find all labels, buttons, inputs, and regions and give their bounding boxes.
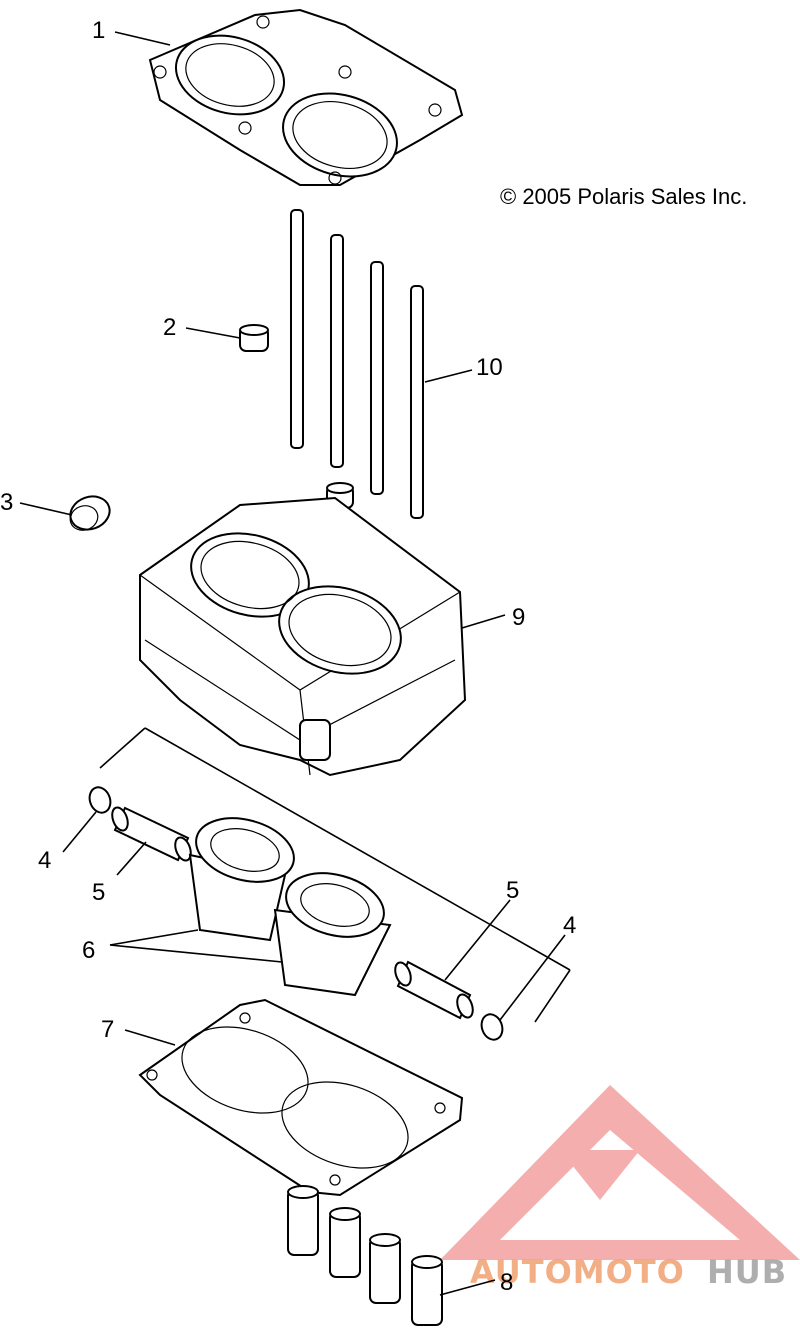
copyright-notice: © 2005 Polaris Sales Inc.	[500, 184, 747, 209]
callout-4-left: 4	[38, 847, 51, 874]
callout-labels: 1 2 3 10 9 4 5 6 5 4 7 8	[0, 17, 576, 1296]
cylinder-studs	[290, 209, 424, 519]
cylinder-head-gasket	[148, 8, 464, 186]
callout-4-right: 4	[563, 912, 576, 939]
piston-pin-left	[111, 806, 192, 862]
callout-1: 1	[92, 17, 105, 44]
leader-lines	[19, 31, 566, 1296]
callout-10: 10	[476, 354, 503, 381]
assembly-bracket	[99, 727, 571, 1023]
piston-pin-circlip-right	[480, 1013, 504, 1041]
lifter-dowels	[287, 1185, 443, 1326]
piston-pin-circlip-left	[88, 786, 112, 814]
watermark-text-primary: AUTOMOTO	[470, 1253, 685, 1291]
callout-8: 8	[500, 1269, 513, 1296]
dowel-pin	[239, 324, 269, 352]
callout-9: 9	[512, 604, 525, 631]
callout-7: 7	[101, 1016, 114, 1043]
cylinder-plug	[69, 495, 111, 531]
cylinder-base-gasket	[138, 998, 464, 1197]
callout-5-left: 5	[92, 879, 105, 906]
callout-6: 6	[82, 937, 95, 964]
callout-2: 2	[163, 314, 176, 341]
cylinder-block	[139, 496, 467, 777]
piston-right	[273, 872, 392, 997]
watermark-logo	[440, 1085, 800, 1260]
piston-pin-right	[394, 960, 474, 1020]
callout-3: 3	[0, 489, 13, 516]
callout-5-right: 5	[506, 877, 519, 904]
watermark-text: AUTOMOTO HUB	[470, 1253, 787, 1291]
watermark-text-secondary: HUB	[707, 1253, 787, 1291]
piston-left	[188, 817, 295, 942]
